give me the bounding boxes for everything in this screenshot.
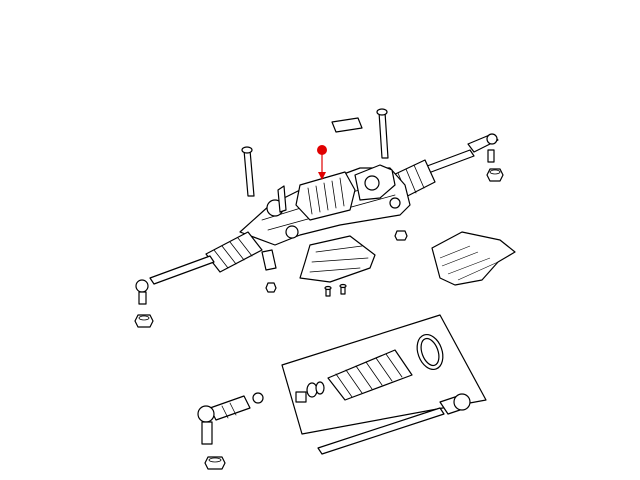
left-tie-rod <box>135 255 215 305</box>
small-nut-2 <box>394 230 408 241</box>
body-bracket <box>431 231 516 286</box>
kit-small-clamp <box>295 381 325 403</box>
small-bolt-2 <box>339 283 347 295</box>
callout-marker[interactable] <box>317 145 327 180</box>
small-nut-1 <box>265 282 277 293</box>
seal-plate <box>331 117 363 133</box>
service-kit-box <box>281 314 487 455</box>
heat-shield <box>299 235 376 283</box>
outer-tie-rod-nut <box>204 456 226 470</box>
outer-tie-rod-end <box>197 392 264 445</box>
left-mounting-bolt <box>241 146 255 197</box>
left-boot <box>205 231 277 273</box>
steering-gear-assembly <box>134 108 516 328</box>
left-nut <box>134 314 154 328</box>
kit-boot <box>327 349 413 401</box>
clamp-ring <box>416 333 444 371</box>
right-nut <box>486 168 504 182</box>
rack-housing <box>239 164 411 246</box>
right-mounting-bolt <box>376 108 389 159</box>
small-bolt-1 <box>324 285 332 297</box>
inner-tie-rod <box>317 393 471 455</box>
